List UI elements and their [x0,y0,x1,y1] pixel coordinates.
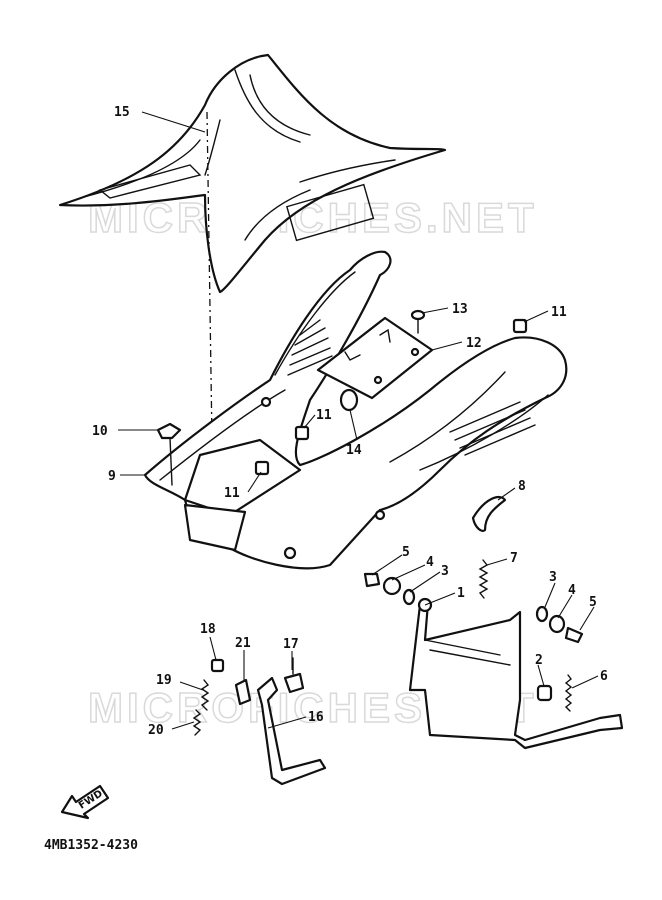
callout-8: 8 [518,479,526,494]
part-11-nut-b [294,425,310,441]
callout-1: 1 [457,586,465,601]
part-8-bracket [471,495,507,532]
part-4-bushing-b [548,614,566,634]
part-18-nut [210,658,225,673]
callout-11-a: 11 [551,305,567,320]
part-11-nut-a [512,318,528,334]
part-16-side-stand [256,676,327,786]
part-7-spring-b [478,559,489,599]
forward-arrow-icon: FWD [60,784,110,820]
part-3-washer-b [535,605,549,623]
part-5-bolt-a [363,572,381,588]
part-15-floor-mat [58,53,447,294]
callout-4-a: 4 [426,555,434,570]
callout-11-b: 11 [316,408,332,423]
part-12-cover-plate [316,316,434,400]
callout-7: 7 [510,551,518,566]
callout-5-a: 5 [402,545,410,560]
callout-20: 20 [148,723,164,738]
part-13-screw [410,309,426,334]
callout-15: 15 [114,105,130,120]
callout-21: 21 [235,636,251,651]
part-10-clip [156,422,182,486]
part-2-stopper [536,684,553,702]
leader-lines [118,111,599,730]
callout-18: 18 [200,622,216,637]
part-20-spring [192,709,202,736]
callout-3-b: 3 [549,570,557,585]
callout-12: 12 [466,336,482,351]
callout-5-b: 5 [589,595,597,610]
part-5-bolt-b [564,626,584,644]
part-21-bracket [234,678,252,706]
callout-10: 10 [92,424,108,439]
part-14-damper [339,388,359,412]
part-1-main-stand [408,597,624,750]
callout-16: 16 [308,710,324,725]
callout-11-c: 11 [224,486,240,501]
callouts: 15 13 12 11 11 14 10 9 11 8 5 4 3 7 1 3 … [92,105,608,738]
callout-2: 2 [535,653,543,668]
part-4-bushing-a [382,576,402,596]
callout-6: 6 [600,669,608,684]
callout-19: 19 [156,673,172,688]
part-9-floor-board [143,250,568,570]
part-3-washer-a [402,588,416,606]
part-17-bolt [283,657,305,694]
part-19-spring [200,679,210,711]
callout-14: 14 [346,443,362,458]
callout-3-a: 3 [441,564,449,579]
part-11-nut-c [254,460,270,476]
callout-4-b: 4 [568,583,576,598]
callout-13: 13 [452,302,468,317]
diagram-code: 4MB1352-4230 [44,838,138,853]
callout-17: 17 [283,637,299,652]
callout-9: 9 [108,469,116,484]
part-6-spring-a [564,674,573,712]
